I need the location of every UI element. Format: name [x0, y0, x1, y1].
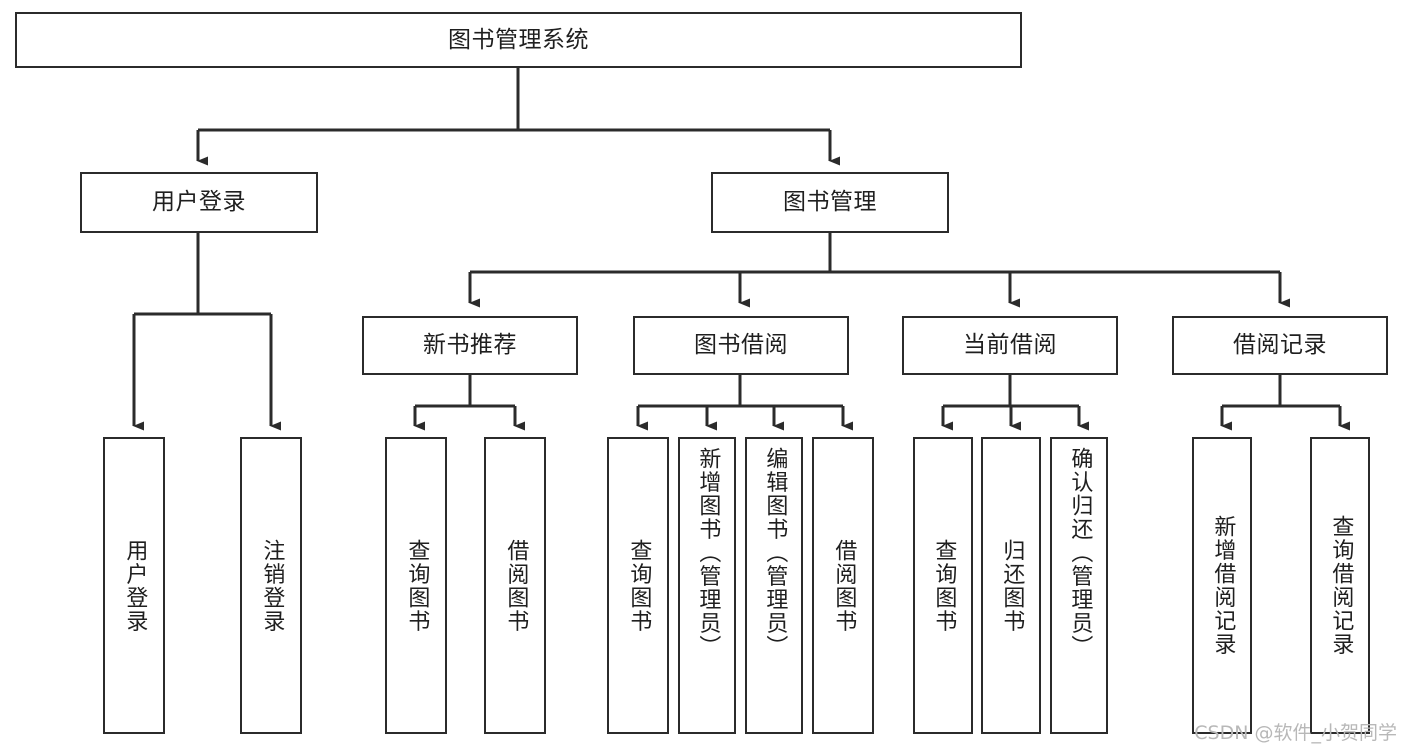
leaf-query-book-borrow[interactable]: 查询图书	[607, 437, 669, 734]
node-book-management[interactable]: 图书管理	[711, 172, 949, 233]
node-label: 用户登录	[122, 538, 148, 633]
leaf-user-login[interactable]: 用户登录	[103, 437, 165, 734]
node-label: 归还图书	[999, 538, 1025, 633]
edges-bookmgmt-to-level3	[468, 233, 1290, 308]
edges-root-to-level2	[196, 68, 840, 166]
node-label: 查询图书	[404, 538, 430, 633]
edges-newbook-to-leaves	[413, 375, 525, 431]
leaf-add-book-admin[interactable]: 新增图书（管理员）	[678, 437, 736, 734]
node-label: 查询图书	[931, 538, 957, 633]
node-user-login[interactable]: 用户登录	[80, 172, 318, 233]
leaf-query-book-newbook[interactable]: 查询图书	[385, 437, 447, 734]
node-label: 图书管理	[783, 189, 877, 216]
node-borrow-record[interactable]: 借阅记录	[1172, 316, 1388, 375]
node-label: 注销登录	[259, 538, 285, 633]
leaf-query-borrow-record[interactable]: 查询借阅记录	[1310, 437, 1370, 734]
node-label: 用户登录	[152, 189, 246, 216]
node-label: 当前借阅	[963, 332, 1057, 359]
leaf-confirm-return-admin[interactable]: 确认归还（管理员）	[1050, 437, 1108, 734]
node-label: 图书管理系统	[448, 26, 589, 53]
leaf-logout-login[interactable]: 注销登录	[240, 437, 302, 734]
node-label: 编辑图书（管理员）	[762, 447, 788, 659]
node-label: 查询图书	[626, 538, 652, 633]
leaf-edit-book-admin[interactable]: 编辑图书（管理员）	[745, 437, 803, 734]
node-book-borrow[interactable]: 图书借阅	[633, 316, 849, 375]
node-current-borrow[interactable]: 当前借阅	[902, 316, 1118, 375]
edges-bookborrow-to-leaves	[636, 375, 853, 431]
node-book-management-system[interactable]: 图书管理系统	[15, 12, 1022, 68]
node-label: 图书借阅	[694, 332, 788, 359]
node-label: 借阅图书	[503, 538, 529, 633]
leaf-borrow-book-newbook[interactable]: 借阅图书	[484, 437, 546, 734]
node-label: 确认归还（管理员）	[1067, 447, 1093, 659]
node-new-book-recommend[interactable]: 新书推荐	[362, 316, 578, 375]
node-label: 新增图书（管理员）	[695, 447, 721, 659]
node-label: 新书推荐	[423, 332, 517, 359]
leaf-query-book-current[interactable]: 查询图书	[913, 437, 973, 734]
node-label: 新增借阅记录	[1210, 515, 1236, 656]
leaf-add-borrow-record[interactable]: 新增借阅记录	[1192, 437, 1252, 734]
leaf-borrow-book-borrow[interactable]: 借阅图书	[812, 437, 874, 734]
edges-currentborrow-to-leaves	[941, 375, 1089, 431]
node-label: 查询借阅记录	[1328, 515, 1354, 656]
node-label: 借阅记录	[1233, 332, 1327, 359]
leaf-return-book[interactable]: 归还图书	[981, 437, 1041, 734]
edges-userlogin-to-leaves	[132, 233, 281, 431]
edges-borrowrecord-to-leaves	[1220, 375, 1350, 431]
node-label: 借阅图书	[831, 538, 857, 633]
